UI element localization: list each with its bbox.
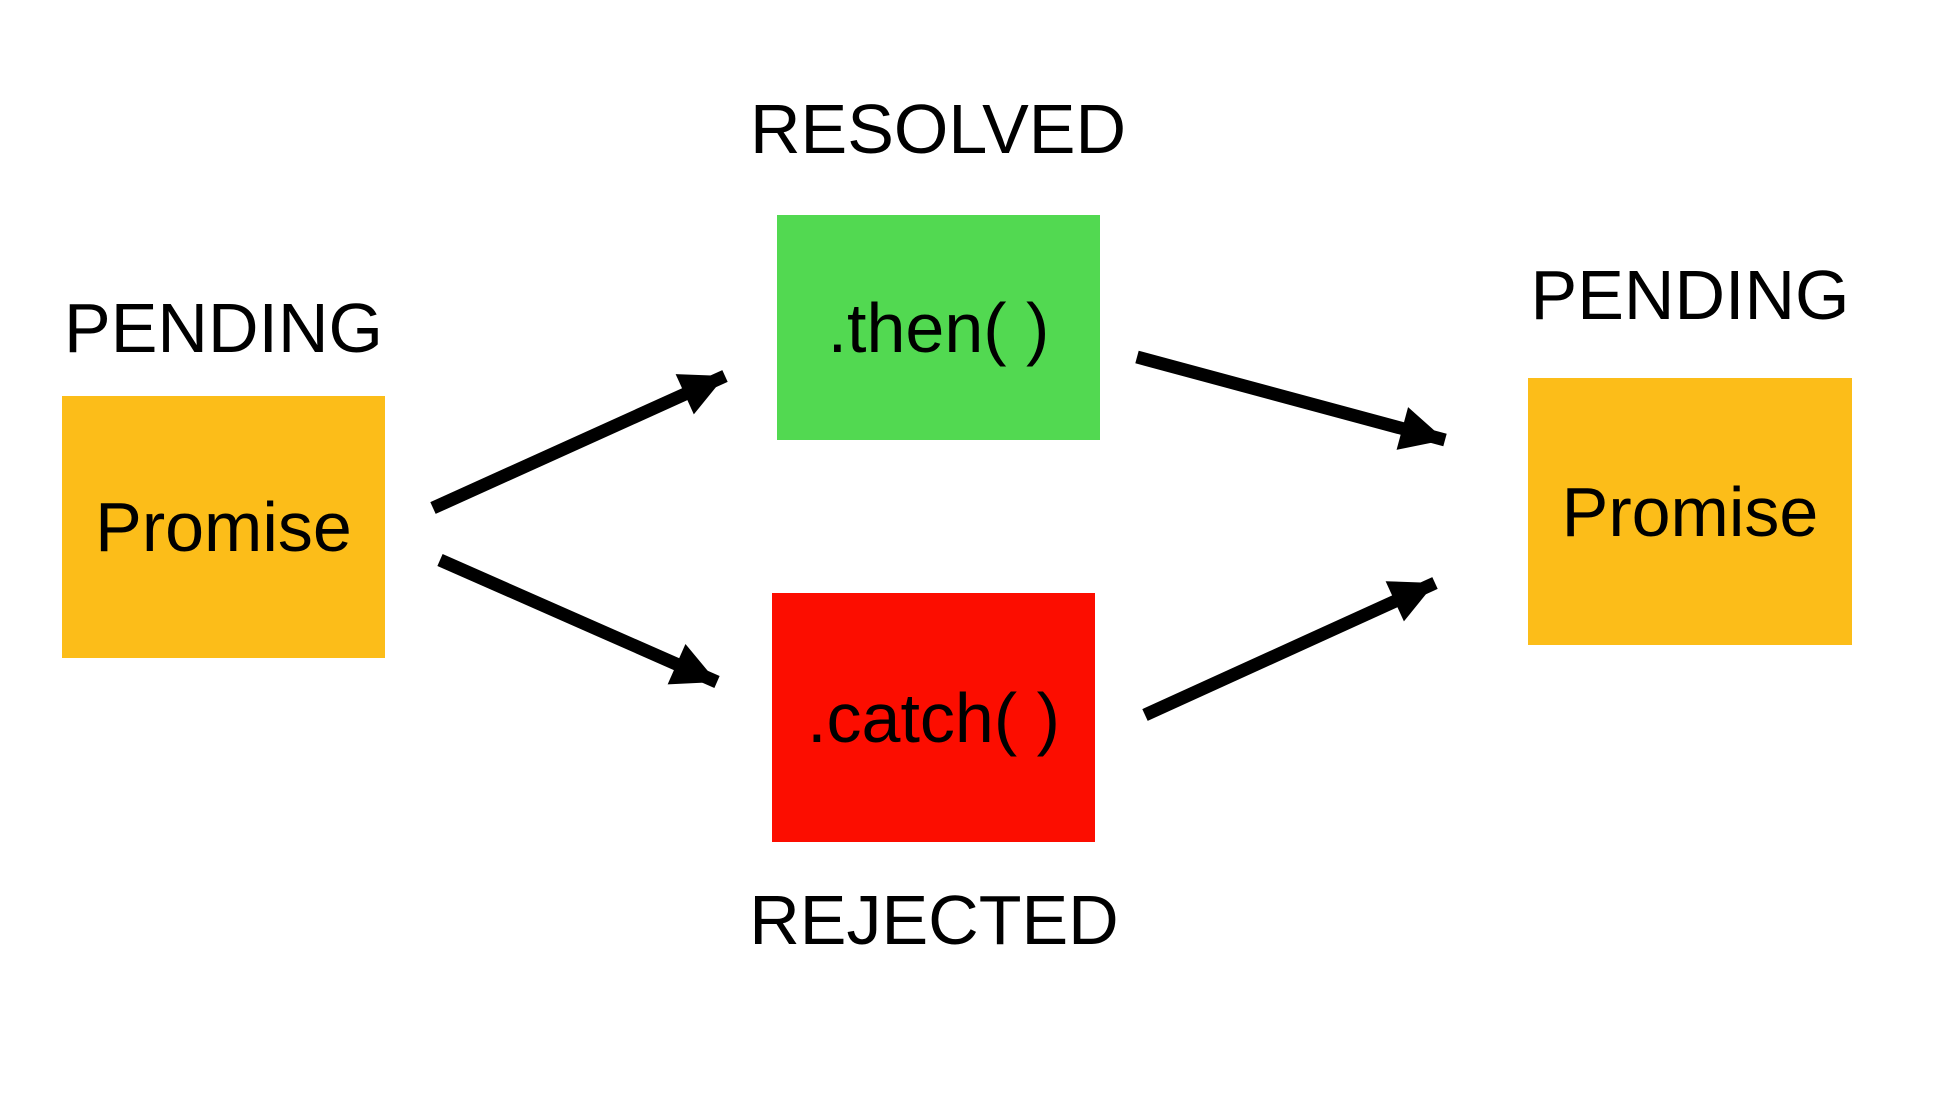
- pending-label-right: PENDING: [1530, 256, 1850, 334]
- pending-label-left: PENDING: [64, 289, 383, 367]
- arrow-then-to-pending: [1135, 350, 1447, 450]
- promise-box-initial: Promise: [62, 396, 385, 658]
- catch-box: .catch( ): [772, 593, 1095, 842]
- arrow-pending-to-then: [430, 370, 728, 514]
- promise-box-result: Promise: [1528, 378, 1852, 645]
- promise-box-result-label: Promise: [1561, 472, 1819, 551]
- catch-box-label: .catch( ): [807, 678, 1060, 757]
- arrow-catch-to-pending: [1142, 577, 1438, 721]
- then-box: .then( ): [777, 215, 1100, 440]
- then-box-label: .then( ): [827, 288, 1050, 367]
- arrow-pending-to-catch: [437, 554, 720, 688]
- resolved-label: RESOLVED: [749, 90, 1127, 168]
- rejected-label: REJECTED: [749, 881, 1119, 959]
- promise-box-initial-label: Promise: [95, 488, 352, 566]
